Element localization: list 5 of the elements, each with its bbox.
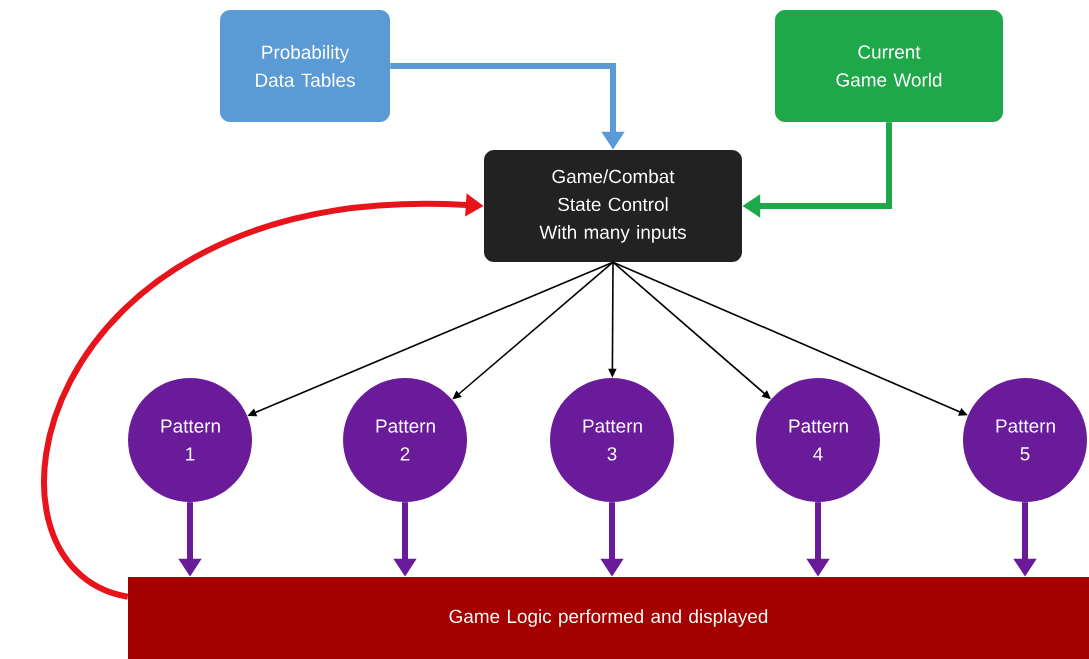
- process-box: Current Game World: [775, 10, 1003, 122]
- arrow: [452, 261, 614, 400]
- logic-bar: Game Logic performed and displayed: [128, 577, 1089, 659]
- process-box: Probability Data Tables: [220, 10, 390, 122]
- process-box: Game/Combat State Control With many inputs: [484, 150, 742, 262]
